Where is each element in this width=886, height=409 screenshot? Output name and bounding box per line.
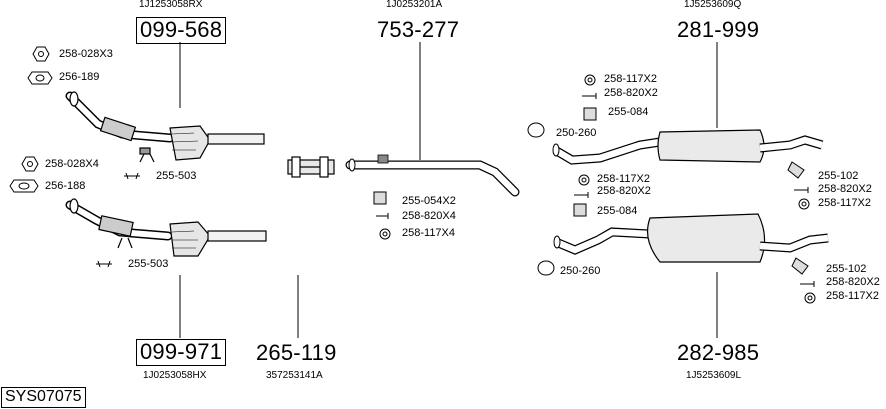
part-label[interactable]: 258-117X2 [597,173,651,185]
part-label[interactable]: 258-117X2 [826,290,880,302]
assembly-number[interactable]: 099-971 [136,339,227,366]
part-label[interactable]: 255-102 [826,263,867,275]
part-label[interactable]: 258-117X2 [818,197,872,209]
system-code: SYS07075 [1,387,86,408]
assembly-number[interactable]: 099-568 [136,17,227,44]
bolt-icon [376,213,389,219]
hanger-icon [791,257,809,275]
rear-silencer-upper [552,129,824,165]
clamp-icon [527,122,545,138]
part-label[interactable]: 258-820X2 [818,183,872,195]
hanger-icon [96,260,112,268]
assembly-number[interactable]: 753-277 [377,17,460,42]
oem-reference: 357253141A [266,370,323,381]
hanger-icon [124,172,140,180]
oem-reference: 1J5253609Q [684,0,742,10]
assembly-number[interactable]: 265-119 [256,340,337,365]
catalytic-converter-upper [65,91,265,163]
part-label[interactable]: 250-260 [556,127,597,139]
bolt-icon [574,192,589,198]
oem-reference: 1J1253058RX [139,0,203,10]
hanger-icon [583,107,597,121]
part-label[interactable]: 258-028X3 [59,48,113,60]
catalytic-converter-lower [65,198,267,257]
part-label[interactable]: 258-117X2 [604,73,658,85]
rear-silencer-lower [553,213,829,263]
hanger-icon [787,161,805,179]
clamp-icon [537,260,555,276]
part-label[interactable]: 258-820X4 [402,210,456,222]
oem-reference: 1J5253609L [686,370,742,381]
part-label[interactable]: 255-503 [128,258,169,270]
oem-reference: 1J0253058HX [143,370,207,381]
part-label[interactable]: 255-102 [818,170,859,182]
bolt-icon [800,281,815,287]
part-label[interactable]: 256-188 [45,180,86,192]
assembly-number[interactable]: 281-999 [677,17,760,42]
part-label[interactable]: 258-028X4 [45,158,99,170]
part-label[interactable]: 258-820X2 [597,185,651,197]
hanger-icon [373,191,387,205]
oem-reference: 1J0253201A [386,0,443,10]
connector-pipe [287,156,335,178]
part-label[interactable]: 255-503 [156,170,197,182]
part-label[interactable]: 256-189 [59,71,100,83]
part-label[interactable]: 255-084 [597,205,638,217]
part-label[interactable]: 258-820X2 [826,276,880,288]
part-label[interactable]: 258-117X4 [402,227,456,239]
middle-pipe [345,154,520,197]
part-label[interactable]: 250-260 [560,265,601,277]
hanger-icon [573,203,587,217]
part-label[interactable]: 255-084 [608,106,649,118]
bolt-icon [794,187,809,193]
assembly-number[interactable]: 282-985 [677,340,760,365]
part-label[interactable]: 255-054X2 [402,195,456,207]
bolt-icon [582,93,597,99]
part-label[interactable]: 258-820X2 [604,87,658,99]
